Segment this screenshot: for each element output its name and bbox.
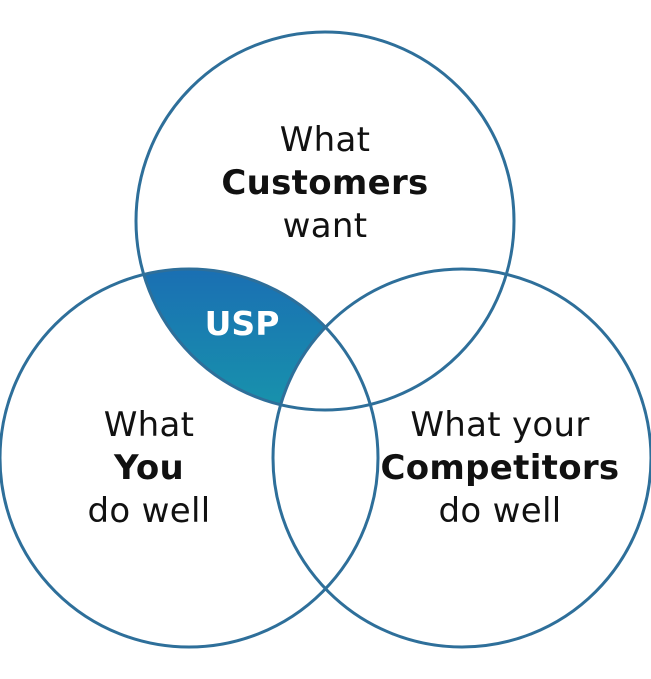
competitors-line3: do well <box>438 491 562 531</box>
customers-line3: want <box>282 206 368 246</box>
competitors-line1: What your <box>410 405 590 445</box>
usp-region <box>136 269 378 410</box>
competitors-circle <box>271 267 651 649</box>
competitors-bold: Competitors <box>380 448 620 488</box>
customers-bold: Customers <box>221 163 429 203</box>
customers-label: What Customers want <box>205 119 445 248</box>
you-line1: What <box>103 405 195 445</box>
customers-line1: What <box>279 120 371 160</box>
you-label: What You do well <box>49 404 249 533</box>
customers-circle <box>134 30 516 412</box>
you-line3: do well <box>87 491 211 531</box>
you-bold: You <box>114 448 184 488</box>
you-circle <box>0 267 380 649</box>
competitors-label: What your Competitors do well <box>370 404 630 533</box>
usp-label: USP <box>204 304 280 343</box>
